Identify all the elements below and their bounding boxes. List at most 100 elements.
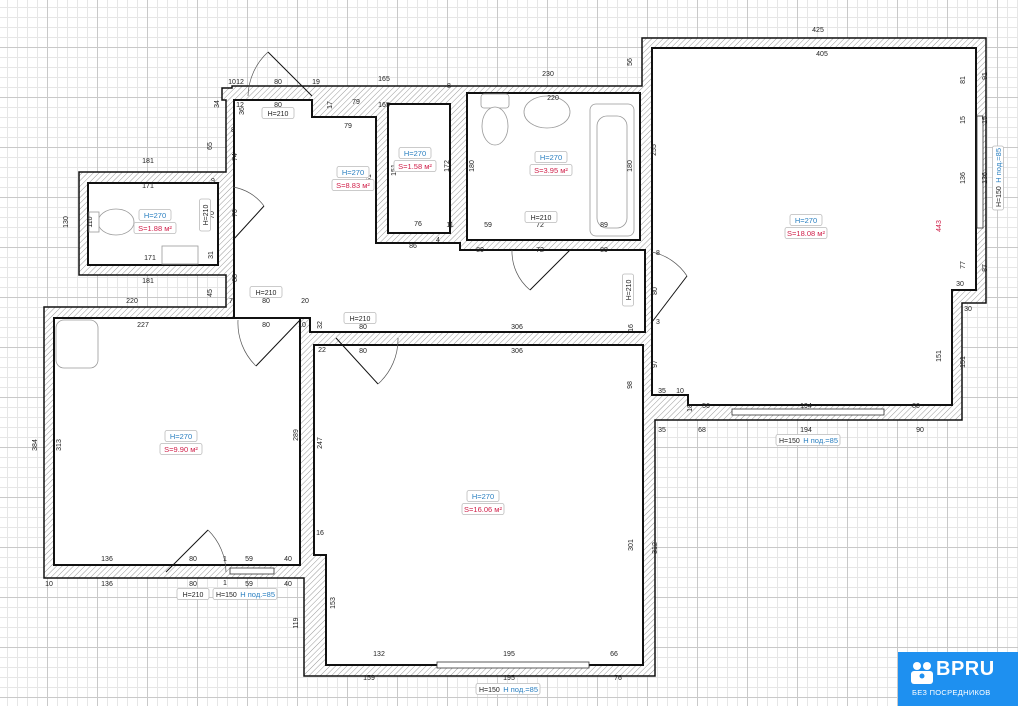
room-area-tag: S=9.90 м²: [159, 443, 203, 455]
door-height: H=210: [256, 290, 277, 297]
dimension-label: 87: [982, 264, 989, 272]
window-icon: [229, 115, 984, 669]
dimension-label: 10: [228, 79, 236, 86]
dimension-label: 77: [960, 261, 967, 269]
dimension-label: 301: [628, 539, 635, 551]
dimension-label: 30: [956, 281, 964, 288]
dimension-label: 153: [330, 597, 337, 609]
dimension-label: 80: [912, 403, 920, 410]
dimension-label: 181: [142, 158, 154, 165]
room-area: S=1.58 м²: [398, 162, 432, 171]
dimension-label: 8: [447, 83, 451, 90]
dimension-label: 80: [359, 324, 367, 331]
room-height: H=270: [342, 168, 364, 177]
dimension-label: 220: [126, 298, 138, 305]
door-icon: [165, 51, 688, 573]
dimension-label: 80: [652, 287, 659, 295]
dimension-label: 230: [542, 71, 554, 78]
dimension-label: 165: [378, 102, 390, 109]
toilet-fixture-icon: [88, 208, 135, 236]
dimension-label: 306: [511, 348, 523, 355]
dimension-label: 289: [293, 429, 300, 441]
dimension-label: 12: [236, 102, 244, 109]
door-height-tag: H=210: [622, 273, 634, 307]
door-height: H=210: [203, 204, 210, 225]
dimension-label: 70: [232, 209, 239, 217]
dimension-label: 172: [444, 160, 451, 172]
dimension-label: 59: [245, 556, 253, 563]
dimension-label: 80: [189, 556, 197, 563]
dimension-label: 132: [373, 651, 385, 658]
small-sink-icon: [161, 245, 199, 265]
dimension-label: 171: [142, 183, 154, 190]
door-height-tag: H=210: [343, 312, 377, 324]
room-area-tag: S=1.58 м²: [393, 160, 437, 172]
room-living: [651, 47, 977, 406]
dimension-label: 312: [652, 542, 659, 554]
dimension-label: 136: [101, 556, 113, 563]
dimension-label: 136: [982, 172, 989, 184]
dimension-label: 306: [511, 324, 523, 331]
window-sill-height: H под.=85: [994, 148, 1003, 183]
dimension-label: 35: [658, 427, 666, 434]
dimension-label: 180: [627, 160, 634, 172]
room-height: H=270: [144, 211, 166, 220]
window-height: H=150: [996, 186, 1003, 207]
dimension-label: 35: [658, 388, 666, 395]
dimension-label: 220: [547, 95, 559, 102]
dimension-label: 80: [262, 322, 270, 329]
window-height: H=150: [479, 687, 500, 694]
dimension-label: 91: [982, 72, 989, 80]
dimension-label: 79: [344, 123, 352, 130]
window-sill-height: H под.=85: [803, 436, 838, 445]
dimension-label: 80: [274, 79, 282, 86]
bpru-logo[interactable]: BPRU БЕЗ ПОСРЕДНИКОВ: [898, 652, 1018, 706]
room-height-tag: H=270: [466, 490, 500, 502]
dimension-label: 56: [702, 403, 710, 410]
dimension-label: 227: [137, 322, 149, 329]
dimension-label: 76: [414, 221, 422, 228]
dimension-label: 17: [327, 101, 334, 109]
room-area-tag: S=16.06 м²: [461, 503, 505, 515]
dimension-label: 195: [503, 675, 515, 682]
dimension-label: 68: [698, 427, 706, 434]
dimension-label: 247: [317, 437, 324, 449]
room-area: S=1.88 м²: [138, 224, 172, 233]
dimension-label: 56: [627, 58, 634, 66]
dimension-label: 151: [960, 356, 967, 368]
dimension-label: 1: [223, 556, 227, 563]
dimension-label: 80: [262, 298, 270, 305]
dimension-label: 86: [409, 243, 417, 250]
dimension-label: 72: [536, 222, 544, 229]
dimension-label: 66: [610, 651, 618, 658]
dimension-label: 159: [363, 675, 375, 682]
dimension-label: 80: [359, 348, 367, 355]
kitchen-sink-icon: [55, 319, 99, 369]
room-area: S=3.95 м²: [534, 166, 568, 175]
room-area: S=16.06 м²: [464, 505, 502, 514]
dimension-label: 313: [56, 439, 63, 451]
window-height: H=150: [216, 592, 237, 599]
dimension-label: 1: [223, 580, 227, 587]
dimension-label: 136: [101, 581, 113, 588]
dimension-label: 10: [45, 581, 53, 588]
washbasin-icon: [523, 95, 571, 129]
dimension-label: 15: [982, 116, 989, 124]
dimension-label: 136: [960, 172, 967, 184]
dimension-label: 8: [656, 250, 660, 257]
room-area: S=18.08 м²: [787, 229, 825, 238]
room-height: H=270: [540, 153, 562, 162]
door-height: H=210: [350, 316, 371, 323]
dimension-label: 70: [209, 211, 216, 219]
dimension-label: 76: [614, 675, 622, 682]
dimension-label: 31: [208, 251, 215, 259]
dimension-label: 110: [87, 216, 94, 227]
dimension-label: 79: [352, 99, 360, 106]
dimension-label: 10: [676, 388, 684, 395]
dimension-label: 74: [232, 153, 239, 161]
door-height: H=210: [268, 111, 289, 118]
